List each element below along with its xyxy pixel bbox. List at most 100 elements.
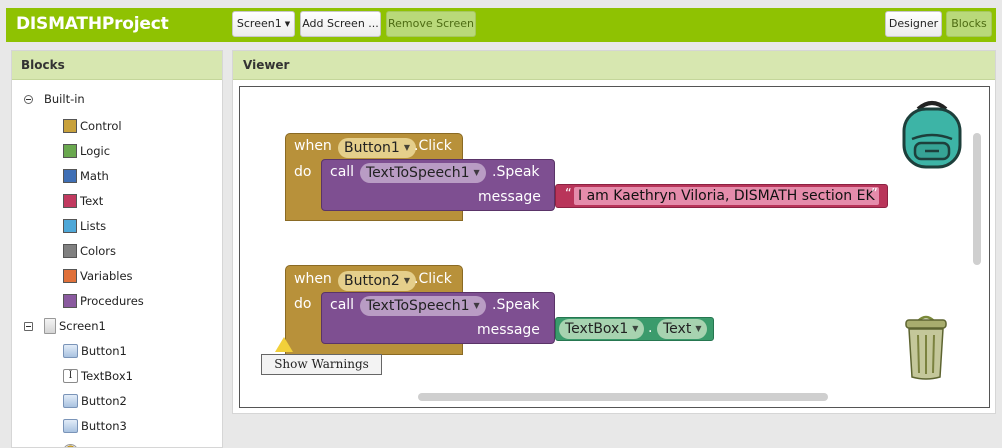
target-dropdown[interactable]: TextToSpeech1▼	[360, 296, 486, 316]
do-keyword: do	[294, 164, 312, 180]
component-button1[interactable]: Button1	[63, 341, 127, 361]
chevron-down-icon: ▼	[284, 20, 291, 28]
open-quote: “	[565, 187, 572, 202]
backpack-icon[interactable]	[898, 99, 966, 171]
chevron-down-icon: ▼	[403, 276, 410, 285]
blocks-workspace[interactable]: when Button1▼ .Click do call TextToSpeec…	[239, 86, 990, 408]
message-label: message	[478, 189, 541, 205]
drawer-control[interactable]: Control	[63, 116, 122, 136]
getter-component-dropdown[interactable]: TextBox1▼	[559, 319, 645, 339]
component-dropdown[interactable]: Button2▼	[338, 271, 416, 291]
drawer-lists[interactable]: Lists	[63, 216, 106, 236]
collapse-icon[interactable]	[24, 321, 33, 331]
viewer-panel: Viewer when Button1▼ .Click do call Text…	[232, 50, 996, 414]
button-icon	[63, 394, 78, 408]
target-dropdown[interactable]: TextToSpeech1▼	[360, 163, 486, 183]
drawer-text[interactable]: Text	[63, 191, 103, 211]
logic-color-icon	[63, 144, 77, 158]
event-name: .Click	[414, 138, 452, 154]
drawer-label: Logic	[80, 144, 111, 158]
getter-property-name: Text	[663, 321, 692, 337]
textbox-icon: I	[63, 369, 78, 383]
textbox-text-getter-block[interactable]: TextBox1▼ . Text▼	[555, 317, 714, 341]
remove-screen-button[interactable]: Remove Screen	[386, 11, 476, 37]
chevron-down-icon: ▼	[403, 143, 410, 152]
event-name: .Click	[414, 271, 452, 287]
trash-icon[interactable]	[904, 313, 948, 381]
blocks-panel-title: Blocks	[12, 51, 222, 80]
component-button2[interactable]: Button2	[63, 391, 127, 411]
drawer-label: Colors	[80, 244, 117, 258]
drawer-math[interactable]: Math	[63, 166, 109, 186]
getter-component-name: TextBox1	[565, 321, 629, 337]
screen-select-button[interactable]: Screen1▼	[232, 11, 295, 37]
method-block-speak[interactable]: call TextToSpeech1▼ .Speak message	[321, 292, 555, 344]
do-keyword: do	[294, 296, 312, 312]
top-bar: DISMATHProject Screen1▼ Add Screen ... R…	[6, 8, 996, 42]
drawer-label: Math	[80, 169, 109, 183]
drawer-variables[interactable]: Variables	[63, 266, 133, 286]
method-block-speak[interactable]: call TextToSpeech1▼ .Speak message	[321, 159, 555, 211]
component-partial[interactable]	[63, 441, 81, 447]
chevron-down-icon: ▼	[473, 301, 480, 310]
warning-icon	[275, 337, 293, 352]
getter-property-dropdown[interactable]: Text▼	[657, 319, 708, 339]
vertical-scrollbar[interactable]	[973, 133, 981, 265]
drawer-procedures[interactable]: Procedures	[63, 291, 144, 311]
lists-color-icon	[63, 219, 77, 233]
component-icon	[63, 444, 78, 447]
component-name: Button2	[344, 273, 400, 289]
component-label: Button3	[81, 419, 127, 433]
text-color-icon	[63, 194, 77, 208]
control-color-icon	[63, 119, 77, 133]
call-keyword: call	[330, 297, 355, 313]
call-keyword: call	[330, 164, 355, 180]
drawer-logic[interactable]: Logic	[63, 141, 110, 161]
show-warnings-button[interactable]: Show Warnings	[261, 354, 382, 375]
blocks-button[interactable]: Blocks	[946, 11, 992, 37]
project-title: DISMATHProject	[16, 14, 169, 34]
add-screen-button[interactable]: Add Screen ...	[300, 11, 381, 37]
component-label: Button2	[81, 394, 127, 408]
blocks-panel: Blocks Built-in Control Logic Math Text …	[11, 50, 223, 448]
chevron-down-icon: ▼	[695, 324, 702, 333]
component-dropdown[interactable]: Button1▼	[338, 138, 416, 158]
horizontal-scrollbar[interactable]	[418, 393, 828, 401]
chevron-down-icon: ▼	[632, 324, 639, 333]
variables-color-icon	[63, 269, 77, 283]
method-name: .Speak	[492, 164, 540, 180]
viewer-title: Viewer	[233, 51, 995, 80]
when-keyword: when	[294, 138, 332, 154]
drawer-label: Variables	[80, 269, 133, 283]
drawer-colors[interactable]: Colors	[63, 241, 116, 261]
when-keyword: when	[294, 271, 332, 287]
drawer-label: Procedures	[80, 294, 144, 308]
component-label: Button1	[81, 344, 127, 358]
target-name: TextToSpeech1	[366, 165, 470, 181]
screen-icon	[44, 318, 56, 334]
target-name: TextToSpeech1	[366, 298, 470, 314]
chevron-down-icon: ▼	[473, 168, 480, 177]
tree-screen1[interactable]: Screen1	[24, 316, 106, 336]
tree-builtin[interactable]: Built-in	[24, 89, 85, 109]
component-name: Button1	[344, 140, 400, 156]
drawer-label: Lists	[80, 219, 107, 233]
text-string-block[interactable]: “ I am Kaethryn Viloria, DISMATH section…	[555, 184, 888, 208]
tree-screen1-label: Screen1	[59, 319, 106, 333]
text-string-value[interactable]: I am Kaethryn Viloria, DISMATH section E…	[574, 187, 879, 205]
dot-separator: .	[648, 320, 653, 336]
colors-color-icon	[63, 244, 77, 258]
drawer-label: Text	[80, 194, 104, 208]
button-icon	[63, 419, 78, 433]
tree-builtin-label: Built-in	[44, 92, 85, 106]
collapse-icon[interactable]	[24, 94, 33, 104]
message-label: message	[477, 322, 540, 338]
drawer-label: Control	[80, 119, 122, 133]
designer-button[interactable]: Designer	[885, 11, 942, 37]
component-textbox1[interactable]: I TextBox1	[63, 366, 133, 386]
procedures-color-icon	[63, 294, 77, 308]
component-label: TextBox1	[81, 369, 133, 383]
component-button3[interactable]: Button3	[63, 416, 127, 436]
close-quote: ”	[871, 187, 878, 202]
button-icon	[63, 344, 78, 358]
